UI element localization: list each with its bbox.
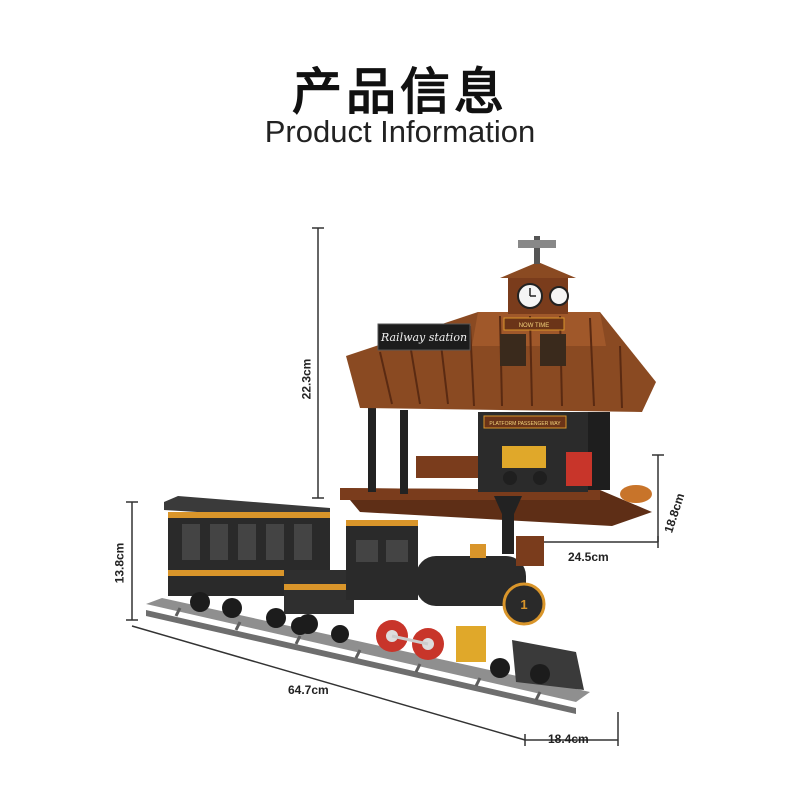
- steam-dome: [470, 544, 486, 558]
- railway-station-sign: [377, 323, 471, 351]
- mailbox: [566, 452, 592, 486]
- headlamp: [516, 536, 544, 566]
- cylinder: [456, 626, 486, 662]
- coach-wheel: [190, 592, 210, 612]
- tender-car: [284, 570, 354, 643]
- luggage-cart: [502, 446, 546, 468]
- train-length-line: [131, 625, 526, 741]
- station-width-label: 24.5cm: [568, 550, 609, 564]
- railway-station-sign-text: Railway station: [380, 331, 467, 344]
- time-sign-text: NOW TIME: [519, 323, 550, 329]
- barrel: [620, 485, 652, 503]
- locomotive-number: 1: [520, 597, 527, 612]
- smokebox-door: [502, 582, 546, 626]
- page-title-chinese: 产品信息: [292, 63, 508, 121]
- railway-station: PLATFORM PASSENGER WAY NOW TIME: [340, 236, 656, 526]
- train-track: [146, 598, 590, 714]
- train-height-label: 13.8cm: [112, 542, 127, 584]
- bench: [416, 456, 478, 478]
- train-length-label: 64.7cm: [288, 683, 329, 697]
- weather-vane: [518, 240, 556, 248]
- cowcatcher: [512, 640, 584, 690]
- platform-sign-text: PLATFORM PASSENGER WAY: [489, 421, 561, 427]
- dimension-lines: [126, 227, 664, 746]
- platform-sign: [483, 415, 567, 429]
- page-title-english: Product Information: [264, 114, 536, 149]
- train-depth-label: 18.4cm: [548, 732, 589, 746]
- locomotive-boiler: [416, 556, 526, 606]
- smokestack: [494, 496, 522, 514]
- station-height-label: 22.3cm: [299, 358, 314, 400]
- steam-locomotive: 1: [346, 496, 584, 690]
- time-sign: [503, 317, 565, 331]
